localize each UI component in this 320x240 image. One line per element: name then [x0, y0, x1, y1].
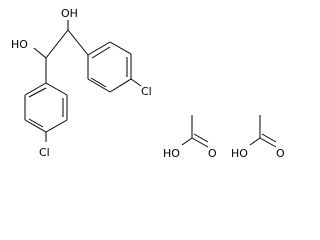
acetic-acid-1: HO O — [163, 115, 217, 160]
label-oh-upper: OH — [61, 7, 78, 20]
structure-canvas: OH HO Cl Cl HO O HO O — [11, 7, 285, 160]
bond-ring1-cl — [130, 78, 142, 87]
diol-molecule: OH HO Cl Cl — [11, 7, 152, 159]
acetic-acid-1-o: O — [208, 147, 217, 160]
bond-c1-c2 — [45, 29, 69, 59]
acetic-acid-1-ho: HO — [163, 147, 180, 160]
structure-drawing: OH HO Cl Cl HO O HO O — [11, 7, 285, 160]
label-cl-right: Cl — [141, 85, 152, 98]
acetic-acid-2: HO O — [231, 115, 285, 160]
bond-c1-ring1 — [67, 29, 89, 56]
acetic-acid-2-o: O — [276, 147, 285, 160]
bond-c2-oh — [33, 47, 47, 59]
acetic-acid-2-ho: HO — [231, 147, 248, 160]
label-cl-bottom: Cl — [39, 146, 50, 159]
benzene-ring-right — [87, 41, 132, 93]
label-ho-left: HO — [11, 38, 28, 51]
benzene-ring-bottom — [24, 82, 68, 133]
